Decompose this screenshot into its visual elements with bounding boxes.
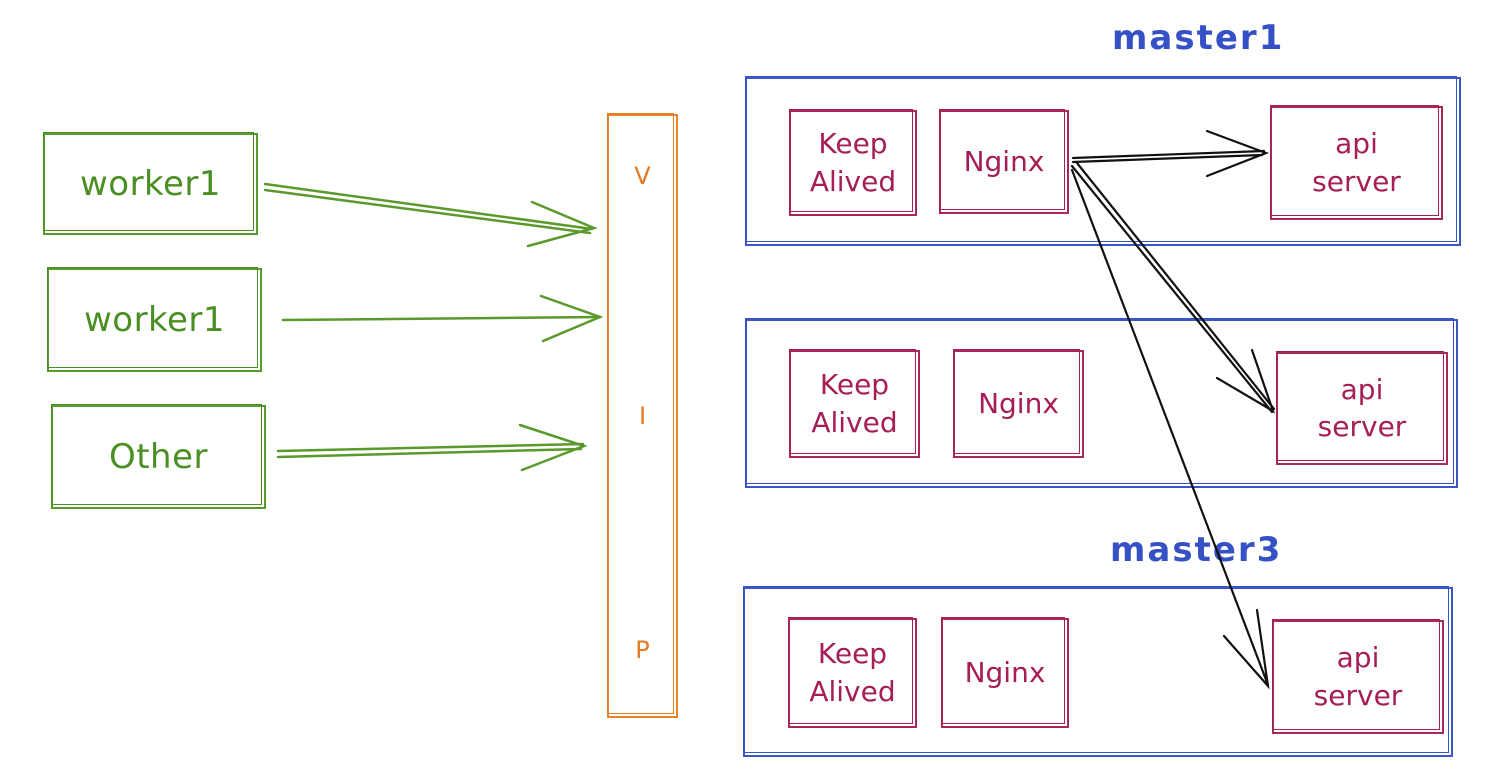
arrow-worker1b-to-vip: [281, 294, 604, 343]
nginx-label: Nginx: [963, 145, 1045, 179]
master2-keepalived: Keep Alived: [789, 349, 920, 458]
nginx-label: Nginx: [964, 656, 1046, 690]
master2-nginx: Nginx: [953, 349, 1084, 458]
master1-keepalived: Keep Alived: [789, 109, 917, 216]
master1-api-server: api server: [1270, 105, 1443, 220]
vip-letter-v: V: [634, 162, 651, 190]
client-label: worker1: [79, 164, 222, 204]
master2-api-server: api server: [1276, 351, 1448, 465]
vip-letter-i: I: [638, 402, 647, 430]
master1-container: [745, 76, 1461, 246]
arrow-other-to-vip: [276, 423, 588, 472]
keepalived-label: Keep Alived: [809, 127, 897, 198]
master2-container: [745, 318, 1458, 488]
keepalived-label: Keep Alived: [809, 637, 896, 708]
client-other: Other: [51, 404, 266, 509]
keepalived-label: Keep Alived: [811, 368, 898, 439]
api-server-label: api server: [1312, 127, 1401, 198]
api-server-label: api server: [1313, 641, 1403, 712]
nginx-label: Nginx: [978, 387, 1059, 421]
client-label: Other: [108, 437, 209, 477]
master3-container: [743, 586, 1453, 757]
master3-api-server: api server: [1272, 619, 1444, 734]
arrow-nginx-to-api1: [1071, 129, 1270, 178]
client-worker1-a: worker1: [43, 132, 258, 235]
master1-title: master1: [1112, 18, 1285, 58]
arrow-nginx-to-api2: [1070, 161, 1276, 414]
vip-bar: V I P: [607, 113, 678, 718]
master3-title: master3: [1110, 530, 1283, 570]
client-worker1-b: worker1: [47, 267, 262, 372]
vip-letter-p: P: [635, 636, 650, 664]
arrow-nginx-to-api3: [1070, 168, 1270, 690]
arrow-worker1a-to-vip: [263, 182, 598, 248]
client-label: worker1: [83, 300, 226, 340]
master3-keepalived: Keep Alived: [788, 617, 917, 728]
master1-nginx: Nginx: [939, 109, 1069, 214]
api-server-label: api server: [1317, 372, 1407, 444]
master3-nginx: Nginx: [941, 617, 1069, 728]
